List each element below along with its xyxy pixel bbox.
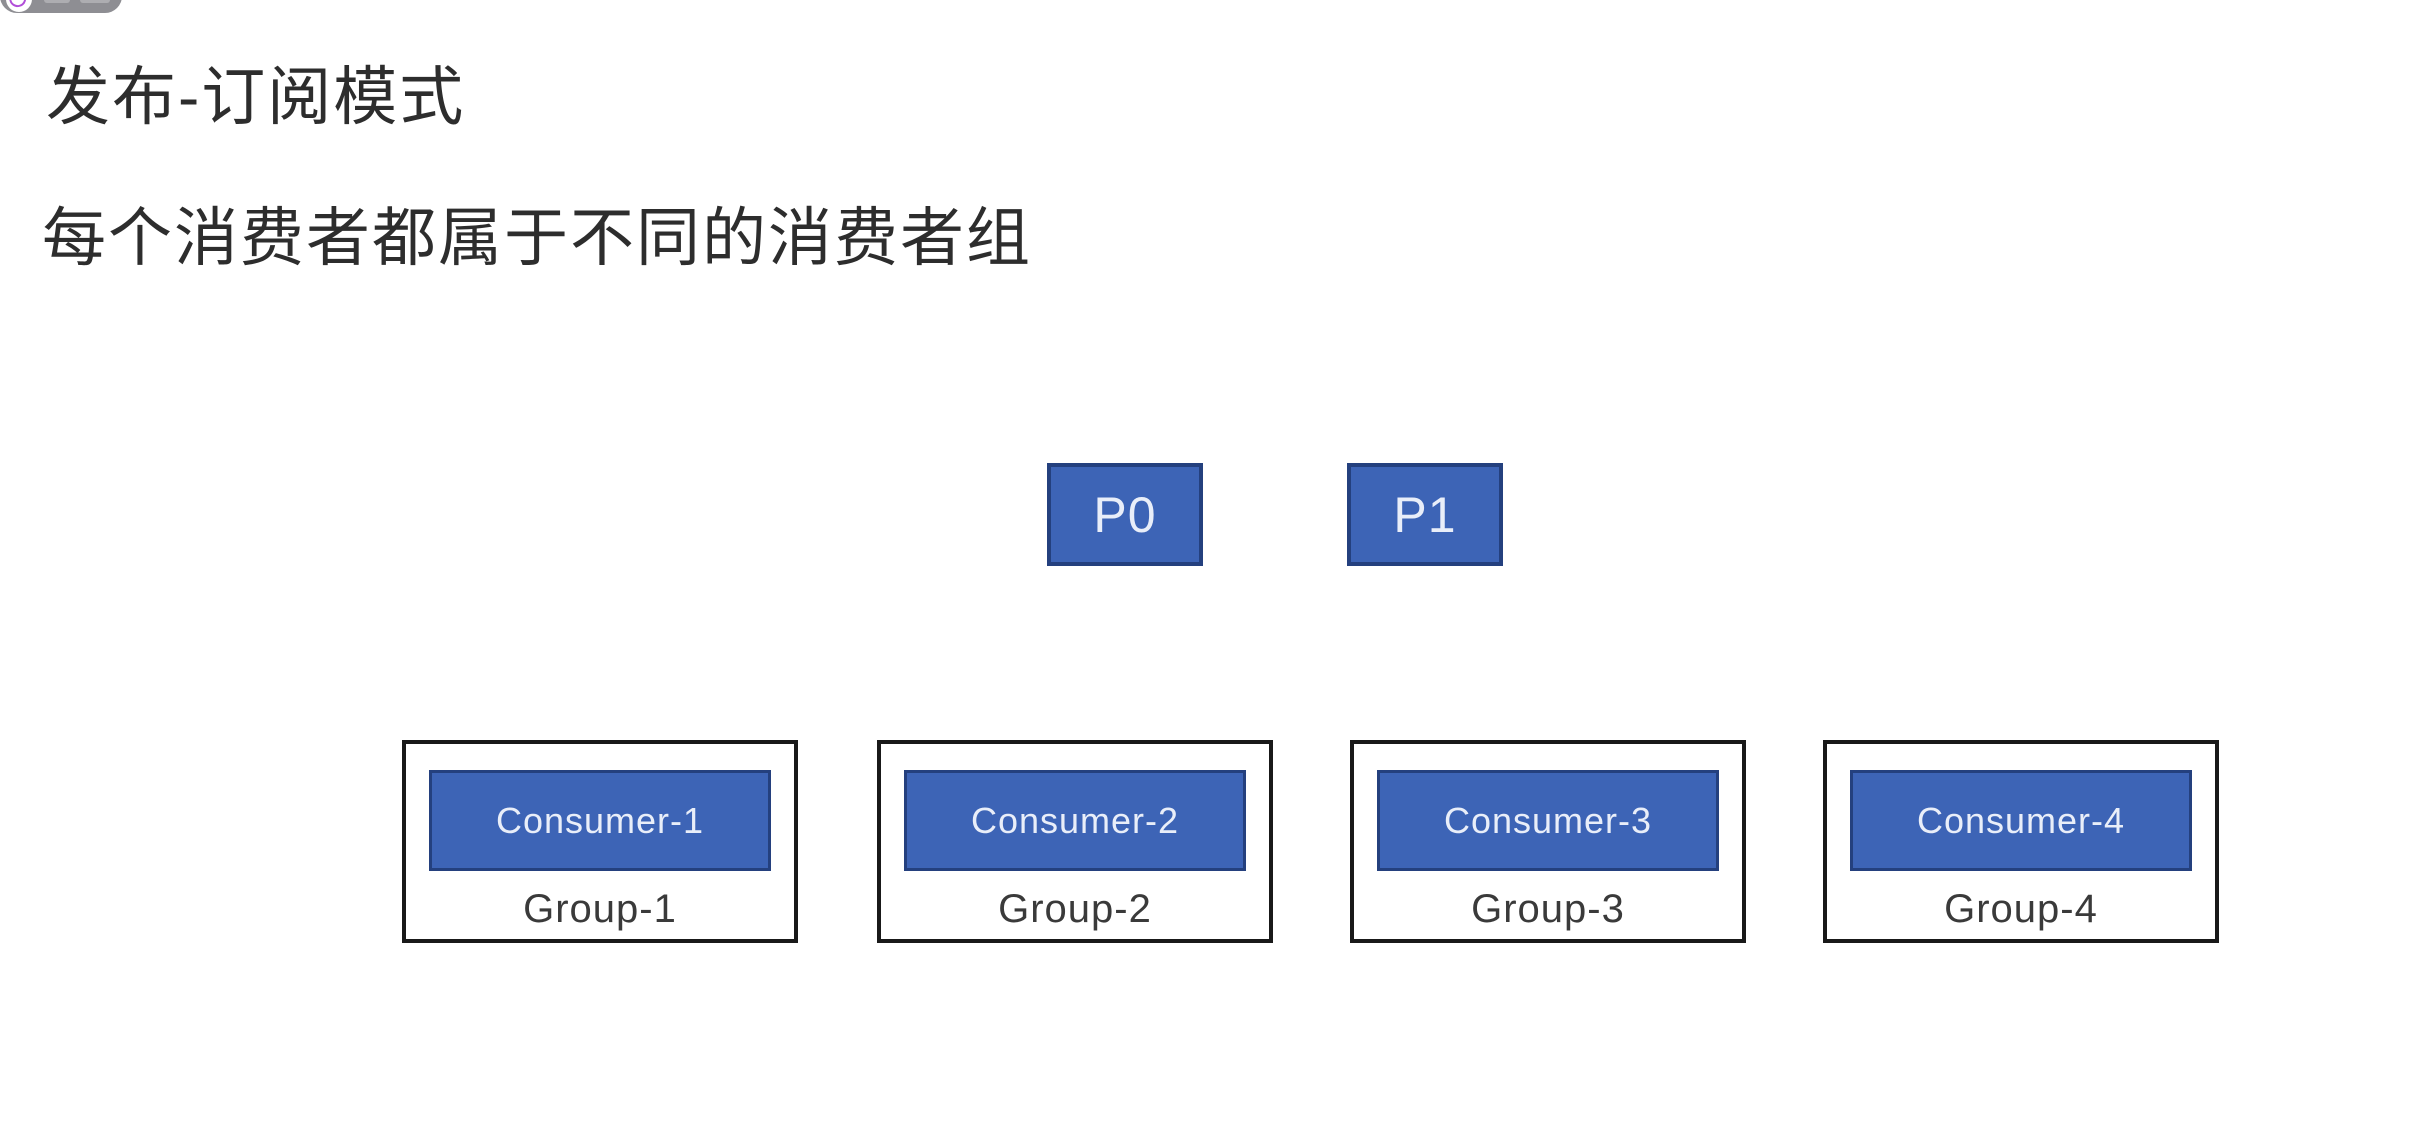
partition-node-p0: P0 [1047,463,1203,566]
partition-label: P0 [1093,486,1157,543]
group-label: Group-4 [1944,887,2098,931]
consumer-group-2: Consumer-2 Group-2 [877,740,1273,943]
consumer-group-3: Consumer-3 Group-3 [1350,740,1746,943]
consumer-group-4: Consumer-4 Group-4 [1823,740,2219,943]
consumer-node: Consumer-3 [1377,770,1719,871]
partition-node-p1: P1 [1347,463,1503,566]
consumer-label: Consumer-1 [495,799,705,841]
group-label: Group-1 [523,887,677,931]
group-label: Group-2 [998,887,1152,931]
consumer-node: Consumer-2 [904,770,1246,871]
consumer-label: Consumer-4 [1916,799,2126,841]
partition-label: P1 [1393,486,1457,543]
consumer-label: Consumer-2 [970,799,1180,841]
page-title: 发布-订阅模式 [46,61,466,133]
page-subtitle: 每个消费者都属于不同的消费者组 [42,202,1032,274]
consumer-node: Consumer-4 [1850,770,2192,871]
watermark-badge [0,0,122,13]
consumer-node: Consumer-1 [429,770,771,871]
group-label: Group-3 [1471,887,1625,931]
consumer-group-1: Consumer-1 Group-1 [402,740,798,943]
watermark-text-blur [80,0,110,3]
watermark-text-blur [44,0,70,3]
logo-squiggle-icon [9,0,28,9]
logo-circle-icon [6,0,32,12]
consumer-label: Consumer-3 [1443,799,1653,841]
